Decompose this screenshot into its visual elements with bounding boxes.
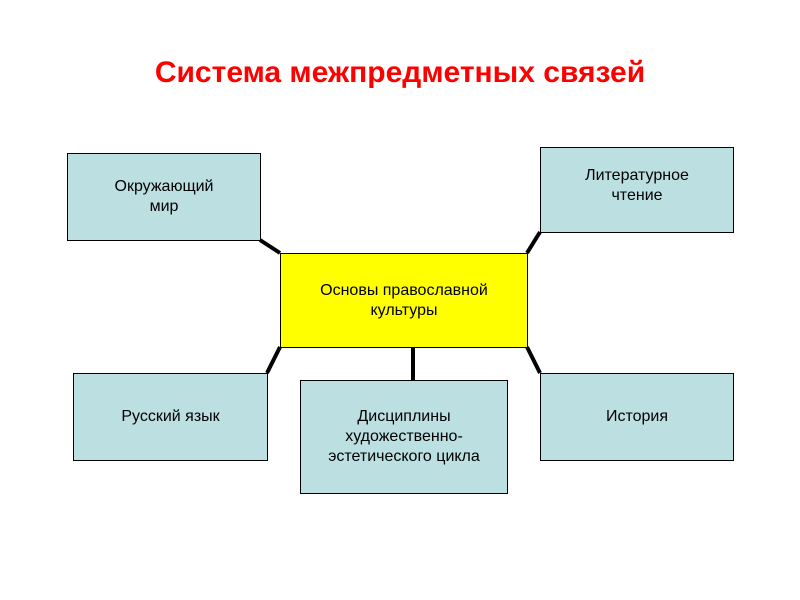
connector-literaturnoe-chtenie (525, 230, 542, 255)
slide-title: Система межпредметных связей (154, 56, 646, 89)
node-center-osnovy: Основы православной культуры (280, 253, 528, 348)
connector-istoriya (525, 346, 542, 374)
node-label: Окружающий мир (114, 178, 214, 215)
node-label: История (605, 408, 669, 425)
node-label: Литературное чтение (585, 167, 689, 204)
node-russkiy-yazyk: Русский язык (73, 373, 268, 461)
connector-okruzhayushchiy-mir (258, 238, 282, 255)
node-literaturnoe-chtenie: Литературное чтение (540, 147, 734, 233)
node-label: Дисциплины художественно-эстетического ц… (328, 408, 480, 465)
node-label: Русский язык (121, 408, 220, 425)
connector-russkiy-yazyk (265, 346, 282, 374)
node-okruzhayushchiy-mir: Окружающий мир (67, 153, 261, 241)
node-label: Основы православной культуры (320, 281, 488, 319)
node-discipliny: Дисциплины художественно-эстетического ц… (300, 380, 508, 494)
node-istoriya: История (540, 373, 734, 461)
